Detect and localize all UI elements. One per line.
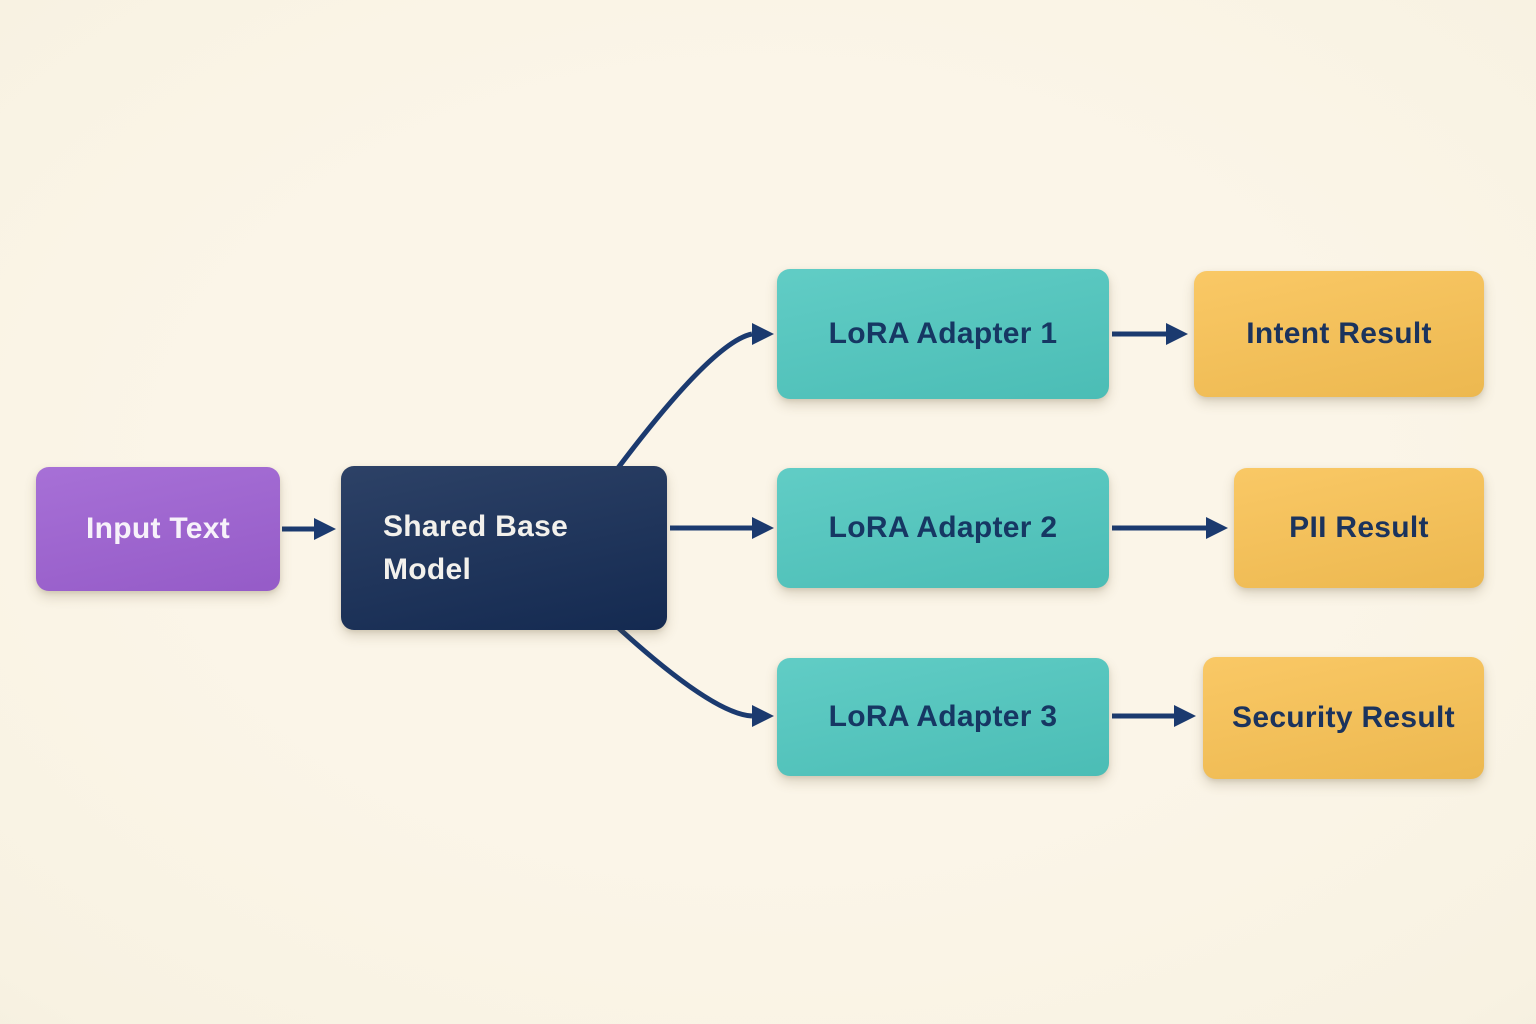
node-security-result-label: Security Result — [1232, 701, 1455, 734]
node-lora-adapter-2: LoRA Adapter 2 — [777, 468, 1109, 588]
edge-adapter2-to-pii — [1112, 517, 1228, 539]
node-intent-result-label: Intent Result — [1246, 317, 1432, 350]
node-lora-adapter-1: LoRA Adapter 1 — [777, 269, 1109, 399]
node-shared-base-model: Shared Base Model — [341, 466, 667, 630]
node-pii-result-label: PII Result — [1289, 511, 1429, 544]
node-lora-adapter-3-label: LoRA Adapter 3 — [828, 700, 1058, 733]
node-intent-result: Intent Result — [1194, 271, 1484, 397]
node-lora-adapter-3: LoRA Adapter 3 — [777, 658, 1109, 776]
node-pii-result: PII Result — [1234, 468, 1484, 588]
node-input-text: Input Text — [36, 467, 280, 591]
edge-adapter1-to-intent — [1112, 323, 1188, 345]
node-input-text-label: Input Text — [85, 512, 231, 545]
edge-adapter3-to-security — [1112, 705, 1196, 727]
node-shared-base-model-label: Shared Base Model — [383, 509, 569, 587]
edge-input-to-base — [282, 518, 336, 540]
node-security-result: Security Result — [1203, 657, 1484, 779]
edge-base-to-adapter2 — [670, 517, 774, 539]
node-lora-adapter-1-label: LoRA Adapter 1 — [828, 317, 1058, 350]
node-lora-adapter-2-label: LoRA Adapter 2 — [828, 511, 1058, 544]
edge-base-to-adapter3 — [610, 620, 774, 727]
edge-base-to-adapter1 — [609, 323, 774, 478]
